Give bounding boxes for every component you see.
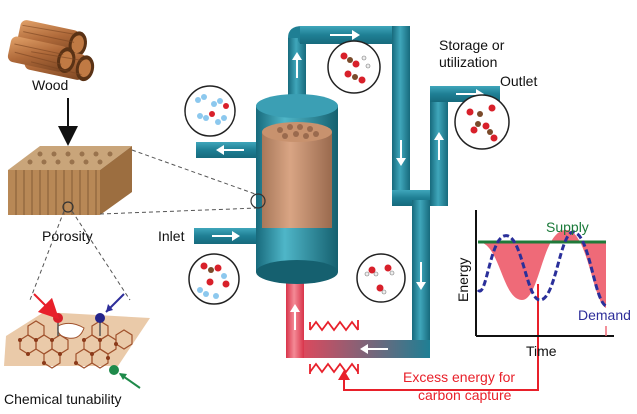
white-arrow-icon — [212, 30, 484, 354]
zoom-circle — [62, 201, 74, 213]
wood-logs-icon — [7, 20, 95, 82]
storage-label-line1: Storage or — [439, 37, 505, 53]
molecule-bubble-icon — [356, 253, 406, 303]
storage-label-line2: utilization — [439, 54, 497, 70]
excess-energy-area — [478, 230, 606, 308]
porosity-label: Porosity — [42, 228, 93, 244]
molecule-bubble-icon — [327, 40, 381, 94]
supply-label: Supply — [546, 219, 589, 235]
molecule-bubble-icon — [188, 253, 240, 305]
heater-zigzag-icon — [309, 320, 359, 374]
excess-energy-arrowhead — [338, 370, 350, 380]
excess-energy-label-line2: carbon capture — [418, 387, 512, 403]
molecule-bubble-icon — [454, 94, 510, 150]
energy-graph — [475, 210, 614, 337]
chemical-sheet-icon — [4, 312, 150, 375]
molecule-bubble-icon — [184, 85, 236, 137]
zoom-line-bottom — [99, 207, 259, 215]
excess-energy-label-line1: Excess energy for — [403, 369, 515, 385]
x-axis-label: Time — [526, 343, 557, 359]
zoom-line-top — [131, 149, 259, 196]
red-group-arrow — [33, 293, 60, 320]
zoom-line-right — [71, 210, 131, 301]
blue-group-arrowhead — [106, 304, 113, 312]
chemical-tunability-label: Chemical tunability — [4, 391, 122, 407]
y-axis-label: Energy — [455, 258, 471, 302]
wood-label: Wood — [32, 77, 68, 93]
zoom-line-left — [29, 210, 65, 301]
reactor-column — [250, 94, 338, 284]
demand-curve — [476, 230, 608, 308]
pipe-right-down — [392, 26, 410, 196]
porous-wood-block-icon — [8, 146, 132, 215]
green-group-arrowhead — [119, 373, 127, 380]
demand-label: Demand — [578, 307, 631, 323]
inlet-label: Inlet — [158, 228, 185, 244]
outlet-label: Outlet — [500, 73, 537, 89]
